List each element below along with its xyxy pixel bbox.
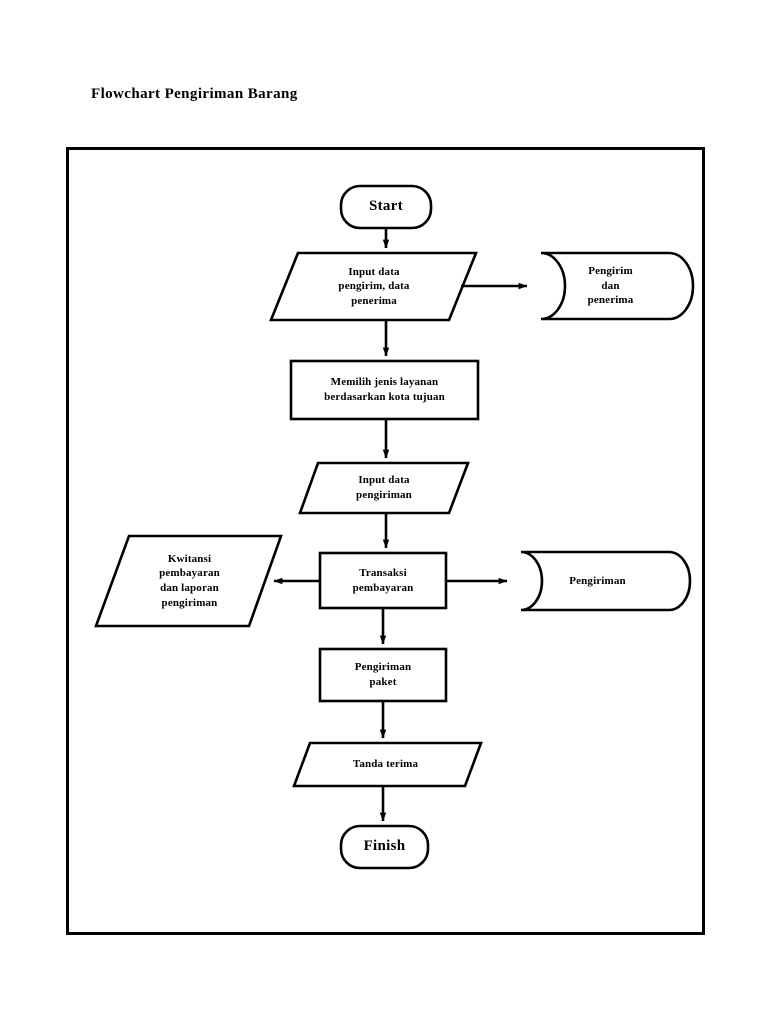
node-process3-shape: [318, 647, 448, 703]
node-db1-shape: [540, 251, 695, 321]
node-output2-shape: [292, 741, 483, 788]
node-start-shape: [339, 184, 433, 230]
node-db2-shape: [520, 550, 692, 612]
node-process1-shape: [289, 359, 480, 421]
node-finish-shape: [339, 824, 430, 870]
node-output1-shape: [94, 534, 283, 628]
flowchart-svg: [94, 184, 695, 870]
diagram-frame: Start Input data pengirim, data penerima…: [66, 147, 705, 935]
node-input1-shape: [269, 251, 478, 322]
page-title: Flowchart Pengiriman Barang: [91, 86, 298, 102]
node-input2-shape: [298, 461, 470, 515]
node-process2-shape: [318, 551, 448, 610]
flowchart-canvas: [69, 150, 702, 932]
